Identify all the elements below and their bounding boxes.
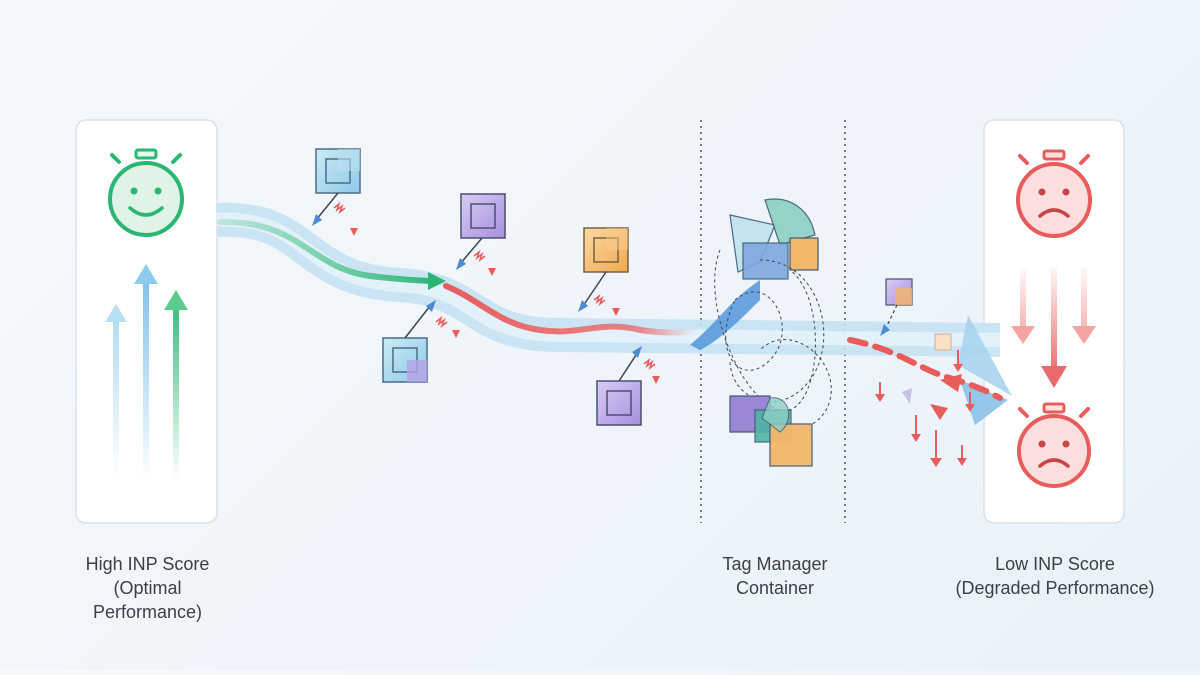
high-inp-title: High INP Score [85,554,210,574]
down-arrows [1011,268,1096,388]
interaction-stream [216,202,1012,425]
tag-box-icon [456,193,506,276]
up-arrows [105,264,188,480]
sad-stopwatch-icon [1016,149,1092,238]
tag-box-icon [596,346,660,426]
tag-manager-title: Tag Manager [722,554,828,574]
high-inp-subtitle: (Optimal Performance) [92,578,203,622]
high-inp-card [75,119,218,524]
tag-box-icon [578,227,629,316]
down-drip-arrows [875,350,975,467]
sad-stopwatch-icon [1017,402,1091,488]
low-inp-label: Low INP Score (Degraded Performance) [950,552,1160,600]
falling-fragments [880,278,962,420]
tag-box-icon [382,300,460,383]
tag-manager-label: Tag Manager Container [695,552,855,600]
low-inp-card [983,119,1125,524]
happy-stopwatch-icon [108,148,184,237]
low-inp-title: Low INP Score [995,554,1115,574]
tag-manager-subtitle: Container [735,578,815,598]
tag-manager-tangle [690,198,832,467]
high-inp-label: High INP Score (Optimal Performance) [60,552,235,624]
low-inp-subtitle: (Degraded Performance) [955,578,1155,598]
tag-box-icon [312,148,361,236]
